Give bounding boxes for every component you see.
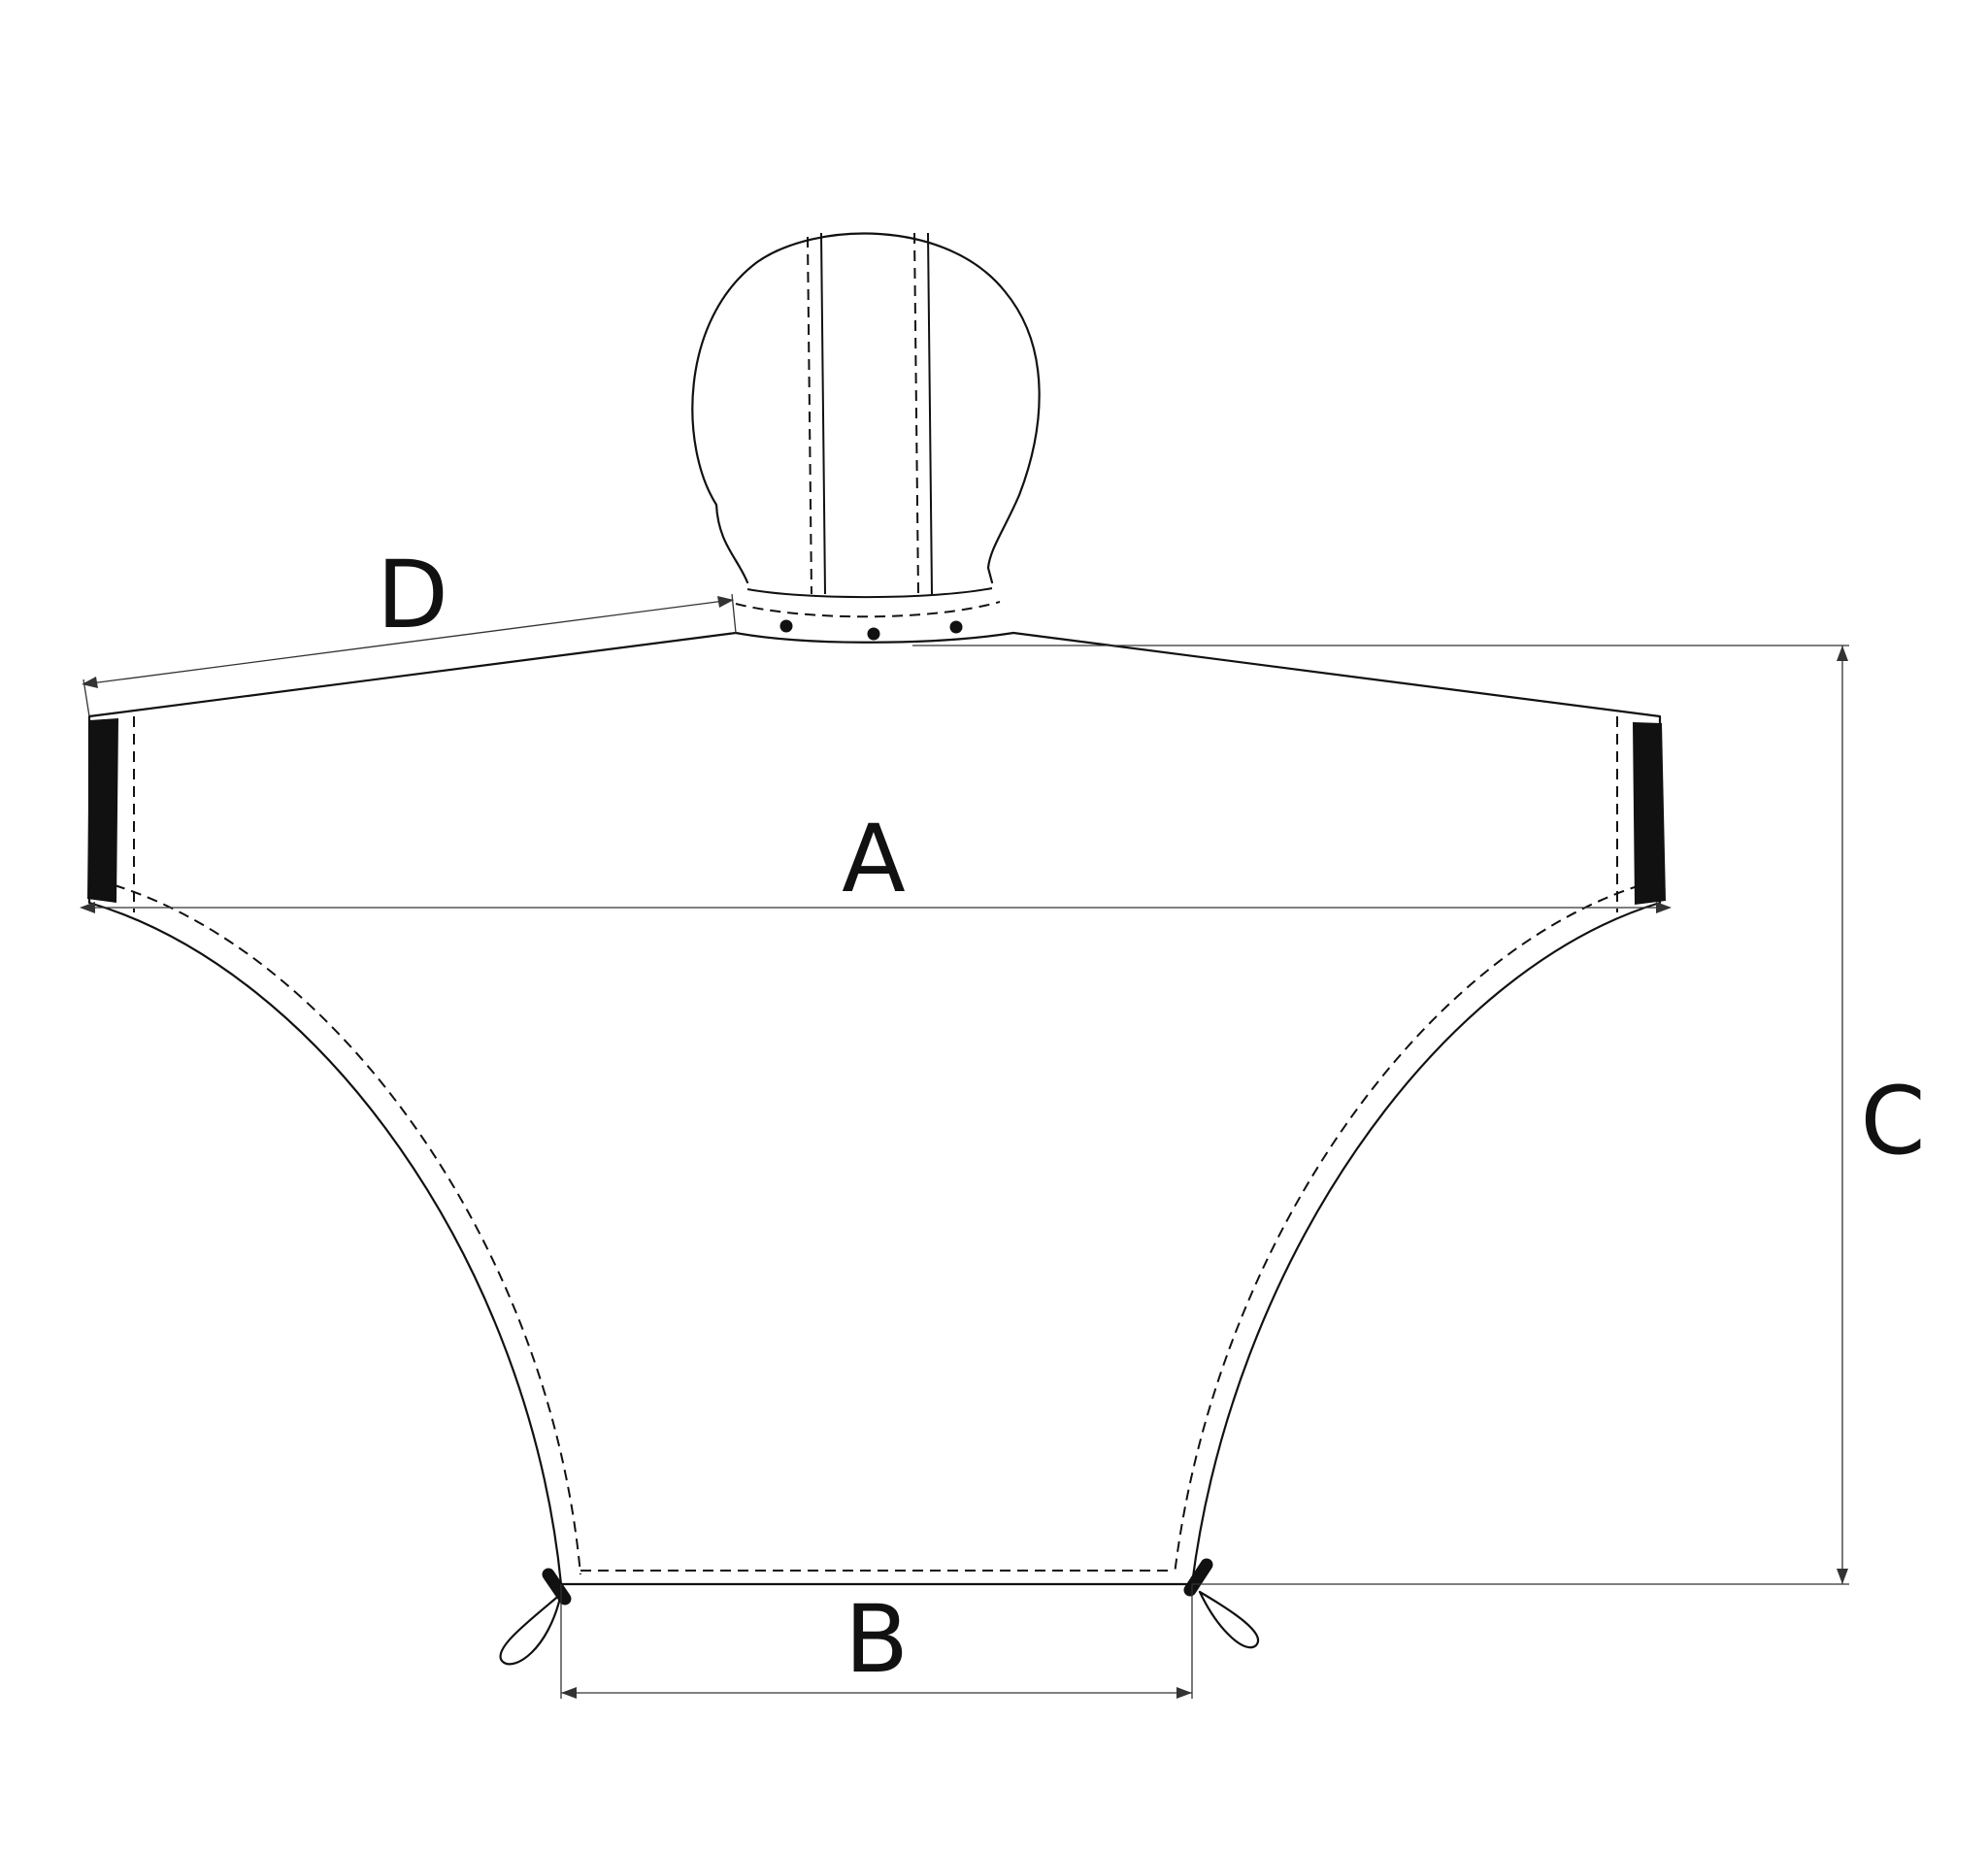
dimension-a-label: A xyxy=(842,805,906,913)
left-cord-loop xyxy=(499,1592,563,1666)
body xyxy=(87,631,1662,1586)
dimension-d-line xyxy=(83,599,733,685)
dimension-b-label: B xyxy=(845,1585,909,1694)
dimension-a-arrow-left xyxy=(80,902,95,913)
dimension-d: D xyxy=(82,541,737,717)
snap-button-left xyxy=(779,619,793,633)
dimension-d-ext-left xyxy=(83,679,90,717)
right-cuff xyxy=(1633,722,1666,905)
body-right-stitch xyxy=(1174,884,1641,1575)
right-cord-loop xyxy=(1198,1590,1260,1649)
body-left-stitch xyxy=(114,884,581,1575)
right-toggle xyxy=(1183,1558,1213,1597)
dimension-b-arrow-left xyxy=(561,1687,577,1699)
dimension-c-arrow-top xyxy=(1837,646,1848,661)
hood-center-panel-right-seam xyxy=(927,232,933,595)
hood xyxy=(691,232,1041,595)
dimension-c: C xyxy=(912,645,1926,1585)
neck-band-top xyxy=(746,587,993,599)
hood-center-panel-left-seam xyxy=(820,232,826,595)
dimension-a: A xyxy=(80,805,1672,913)
dimension-d-label: D xyxy=(377,541,448,649)
left-drawcord xyxy=(499,1568,572,1666)
left-toggle xyxy=(542,1568,572,1606)
neck-band-stitch xyxy=(735,601,1001,618)
hood-center-panel-right-stitch xyxy=(913,232,919,595)
snap-button-center xyxy=(867,627,880,641)
dimension-c-label: C xyxy=(1860,1067,1925,1175)
hood-outline xyxy=(691,232,1041,584)
dimension-b: B xyxy=(560,1584,1193,1699)
right-drawcord xyxy=(1183,1558,1260,1649)
left-cuff xyxy=(87,718,118,903)
dimension-d-arrow-right xyxy=(717,596,734,608)
body-outline xyxy=(87,631,1662,1586)
dimension-d-arrow-left xyxy=(82,677,98,688)
neck-band-bottom xyxy=(734,631,1015,644)
dimension-b-arrow-right xyxy=(1176,1687,1192,1699)
snap-button-right xyxy=(949,620,963,634)
hood-center-panel-left-stitch xyxy=(807,236,812,595)
neck-band xyxy=(734,587,1015,644)
dimension-a-arrow-right xyxy=(1656,902,1672,913)
dimension-c-arrow-bottom xyxy=(1837,1569,1848,1584)
